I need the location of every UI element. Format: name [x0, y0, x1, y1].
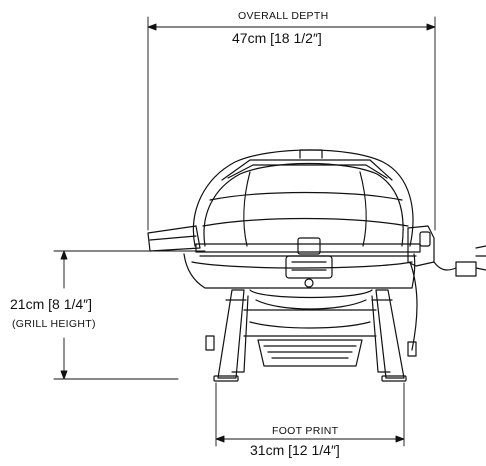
grill-base	[213, 289, 407, 382]
foot-print-value: 31cm [12 1/4″]	[250, 442, 340, 458]
grill-lid	[192, 149, 414, 247]
left-handle	[147, 225, 201, 252]
left-detail	[205, 335, 215, 351]
height-dimension-lines	[53, 250, 206, 380]
overall-depth-value: 47cm [18 1/2″]	[232, 30, 322, 46]
grill-height-value: 21cm [8 1/4″]	[10, 296, 92, 312]
overall-depth-caption: OVERALL DEPTH	[238, 10, 329, 22]
grill-bowl	[183, 237, 416, 289]
depth-dimension-lines	[147, 16, 436, 231]
foot-print-caption: FOOT PRINT	[272, 425, 339, 437]
footprint-dimension-lines	[215, 382, 405, 447]
right-control-and-cord	[407, 225, 486, 357]
grill-height-note: (GRILL HEIGHT)	[12, 318, 96, 330]
